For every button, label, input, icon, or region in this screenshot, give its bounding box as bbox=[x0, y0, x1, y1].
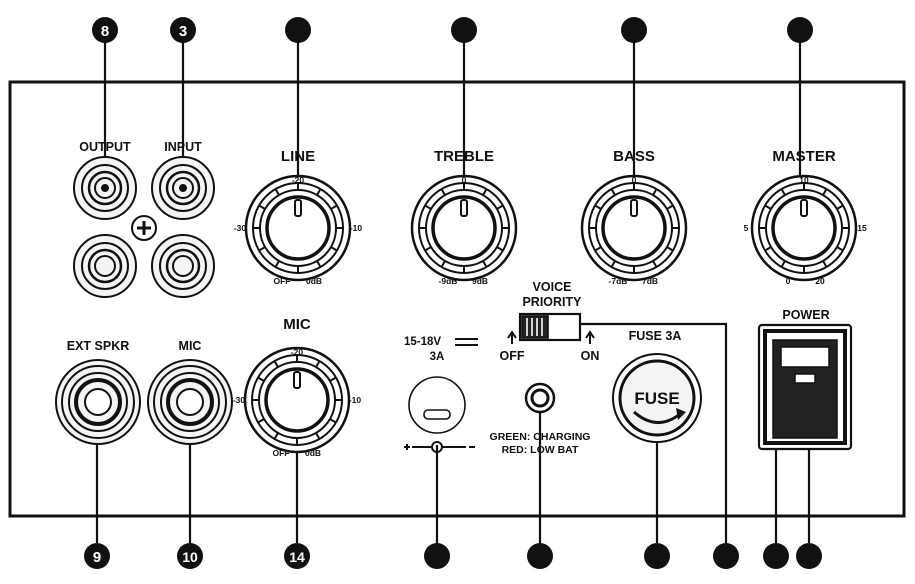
callout-voice-priority bbox=[713, 543, 739, 569]
treble-scale-bottom-right: 9dB bbox=[472, 276, 488, 286]
master-knob: 10 5 15 0 20 bbox=[744, 174, 867, 286]
callout-mic-jack bbox=[177, 543, 203, 569]
treble-knob-label: TREBLE bbox=[434, 148, 494, 165]
dc-symbol-icon bbox=[455, 338, 478, 346]
bottom-callouts: 9 10 14 bbox=[84, 543, 822, 569]
mic-jack-label: MIC bbox=[179, 339, 202, 353]
master-knob-label: MASTER bbox=[772, 148, 836, 165]
fuse-rating-label: FUSE 3A bbox=[629, 329, 682, 343]
callout-mic-knob-number: 14 bbox=[289, 549, 305, 565]
power-label: POWER bbox=[782, 308, 829, 322]
fuse-cap-text: FUSE bbox=[634, 389, 679, 408]
line-scale-bottom-left: OFF bbox=[274, 276, 291, 286]
line-knob-label: LINE bbox=[281, 148, 315, 165]
callout-power-indicator bbox=[796, 543, 822, 569]
charge-led: GREEN: CHARGING RED: LOW BAT bbox=[490, 382, 591, 456]
mic-scale-bottom-left: OFF bbox=[273, 448, 290, 458]
line-scale-left: -30 bbox=[234, 223, 247, 233]
voice-priority-label-2: PRIORITY bbox=[522, 295, 582, 309]
mic-scale-left: -30 bbox=[233, 395, 246, 405]
mic-knob-label: MIC bbox=[283, 316, 311, 333]
callout-fuse bbox=[644, 543, 670, 569]
callout-input-number: 3 bbox=[179, 23, 187, 40]
callout-output-number: 8 bbox=[101, 23, 109, 40]
mic-jack bbox=[147, 359, 233, 445]
output-jack-top bbox=[73, 156, 137, 220]
treble-scale-bottom-left: -9dB bbox=[439, 276, 458, 286]
mic-scale-right: -10 bbox=[349, 395, 362, 405]
master-scale-right: 15 bbox=[857, 223, 867, 233]
ext-spkr-label: EXT SPKR bbox=[67, 339, 130, 353]
bass-knob-label: BASS bbox=[613, 148, 655, 165]
callout-dc-input bbox=[424, 543, 450, 569]
callout-master-knob bbox=[787, 17, 813, 43]
master-scale-bottom-left: 0 bbox=[786, 276, 791, 286]
switch-on-label: ON bbox=[581, 349, 600, 363]
callout-mic-jack-number: 10 bbox=[182, 549, 198, 565]
line-scale-right: -10 bbox=[350, 223, 363, 233]
callout-mic-knob bbox=[284, 543, 310, 569]
ext-spkr-jack bbox=[55, 359, 141, 445]
off-arrow-icon bbox=[507, 330, 517, 344]
dc-input: 15-18V 3A bbox=[404, 336, 478, 453]
callout-line-knob bbox=[285, 17, 311, 43]
mic-scale-top: -20 bbox=[291, 347, 304, 357]
master-scale-bottom-right: 20 bbox=[815, 276, 825, 286]
dc-jack bbox=[408, 376, 466, 434]
master-scale-left: 5 bbox=[744, 223, 749, 233]
bass-knob: 0 -7dB 7dB bbox=[580, 174, 688, 286]
bass-scale-top: 0 bbox=[632, 175, 637, 185]
leader-lines bbox=[95, 30, 811, 555]
mic-scale-bottom-right: 0dB bbox=[305, 448, 321, 458]
master-scale-top: 10 bbox=[799, 175, 809, 185]
callout-input bbox=[170, 17, 196, 43]
fuse-holder: FUSE 3A FUSE bbox=[612, 329, 702, 443]
bass-scale-bottom-left: -7dB bbox=[609, 276, 628, 286]
switch-off-label: OFF bbox=[500, 349, 525, 363]
output-label: OUTPUT bbox=[79, 140, 131, 154]
voice-priority-switch: VOICE PRIORITY OFF ON bbox=[500, 280, 600, 363]
dc-input-voltage: 15-18V bbox=[404, 336, 441, 348]
output-jack-bottom bbox=[73, 234, 137, 298]
callout-power-switch bbox=[763, 543, 789, 569]
power-switch: POWER bbox=[757, 308, 853, 451]
input-label: INPUT bbox=[164, 140, 202, 154]
fuse-rotate-arrow-icon bbox=[633, 410, 681, 424]
callout-output bbox=[92, 17, 118, 43]
callout-treble-knob bbox=[451, 17, 477, 43]
callout-bass-knob bbox=[621, 17, 647, 43]
voice-priority-label-1: VOICE bbox=[533, 280, 572, 294]
input-jack-top bbox=[151, 156, 215, 220]
rca-jacks: OUTPUT INPUT bbox=[73, 140, 215, 298]
treble-scale-top: 0 bbox=[462, 175, 467, 185]
line-scale-bottom-right: 0dB bbox=[306, 276, 322, 286]
callout-charge-led bbox=[527, 543, 553, 569]
slide-switch-toggle bbox=[521, 315, 549, 339]
dc-input-current: 3A bbox=[430, 351, 445, 363]
bass-scale-bottom-right: 7dB bbox=[642, 276, 658, 286]
polarity-plus-icon bbox=[131, 215, 157, 241]
input-jack-bottom bbox=[151, 234, 215, 298]
callout-ext-spkr bbox=[84, 543, 110, 569]
polarity-symbol-icon bbox=[404, 441, 475, 453]
callout-ext-spkr-number: 9 bbox=[93, 549, 101, 566]
led-legend-charging: GREEN: CHARGING bbox=[490, 431, 591, 443]
panel-outline bbox=[8, 80, 906, 518]
line-scale-top: -20 bbox=[292, 175, 305, 185]
treble-knob: 0 -9dB 9dB bbox=[410, 174, 518, 286]
on-arrow-icon bbox=[585, 330, 595, 344]
top-callouts: 8 3 bbox=[92, 17, 813, 43]
led-legend-low-bat: RED: LOW BAT bbox=[502, 444, 579, 456]
